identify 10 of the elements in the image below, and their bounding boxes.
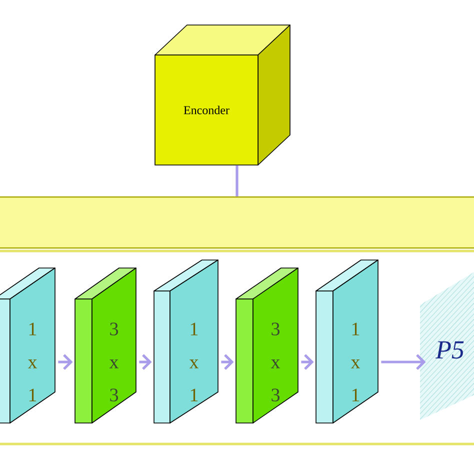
layer-slab: 1 x 1	[154, 260, 218, 424]
frame	[0, 250, 474, 446]
layer-slab: 1 x 1	[0, 268, 56, 424]
feature-map: P5	[420, 272, 474, 420]
band	[0, 196, 474, 249]
cube: Enconder	[154, 24, 290, 166]
layer-slab: 1 x 1	[316, 260, 378, 424]
arrow	[381, 354, 426, 370]
layer-slab: 3 x 3	[74, 268, 136, 424]
layer-slab: 3 x 3	[236, 268, 298, 424]
